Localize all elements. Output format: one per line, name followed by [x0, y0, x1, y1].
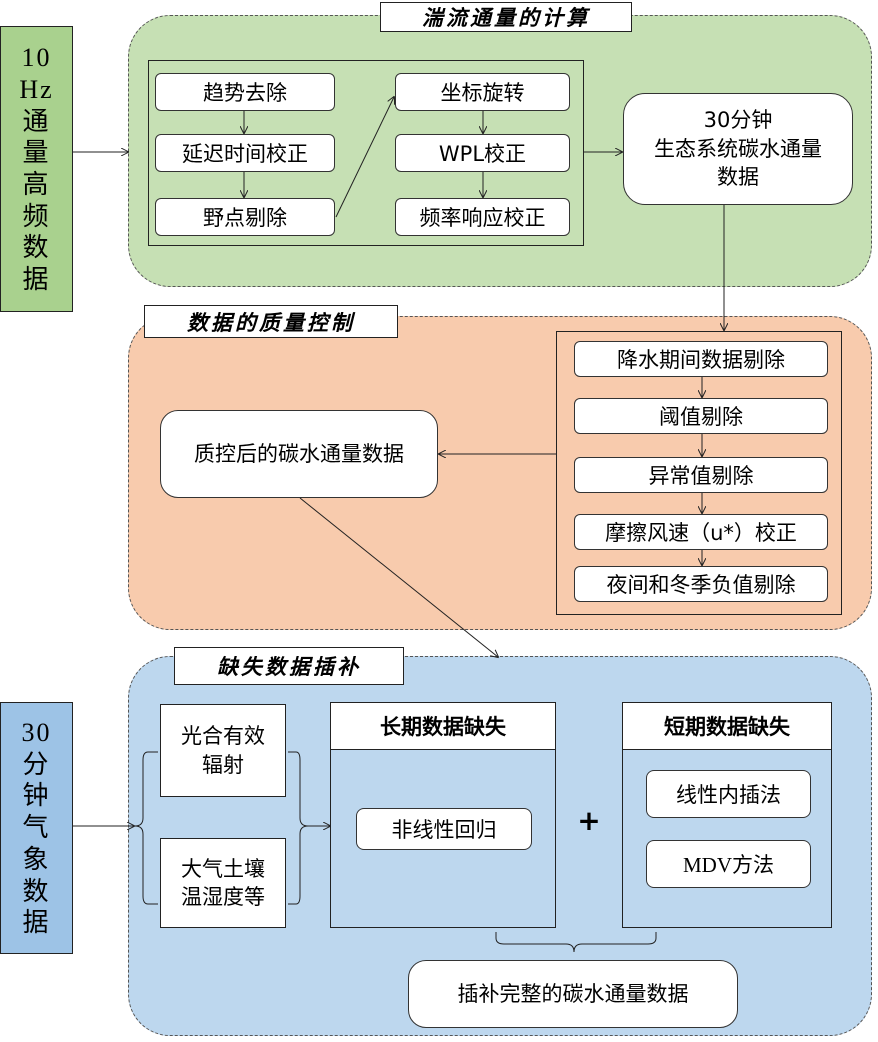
- hf-input-line: 频: [22, 201, 51, 231]
- flux-output-line: 30分钟: [703, 108, 773, 133]
- par-input-line: 光合有效: [181, 724, 265, 749]
- atm-soil-input-line: 温湿度等: [181, 885, 265, 909]
- short-gap-title: 短期数据缺失: [623, 703, 831, 750]
- met-input-line: 数: [22, 876, 51, 906]
- hf-input-line: 数: [22, 233, 51, 263]
- coordinate-rotation-step: 坐标旋转: [395, 73, 570, 111]
- hf-input-line: 通: [22, 106, 51, 136]
- par-input: 光合有效辐射: [160, 704, 286, 797]
- threshold-removal-step: 阈值剔除: [574, 398, 828, 434]
- quality-control-title: 数据的质量控制: [144, 305, 398, 338]
- met-input-line: 钟: [22, 781, 51, 811]
- hf-input-line: Hz: [19, 74, 54, 104]
- flux-output-line: 生态系统碳水通量: [654, 136, 822, 161]
- long-gap-title: 长期数据缺失: [331, 703, 555, 750]
- flux-steps-frame: [148, 60, 584, 246]
- atm-soil-input: 大气土壤温湿度等: [160, 838, 286, 928]
- met-input-line: 气: [22, 813, 51, 843]
- gap-filling-title: 缺失数据插补: [174, 647, 404, 685]
- hf-input-line: 高: [22, 170, 51, 199]
- nonlinear-regression-method: 非线性回归: [356, 808, 532, 850]
- met-input-line: 30: [21, 717, 52, 747]
- hf-input-line: 量: [22, 138, 51, 168]
- mdv-method: MDV方法: [646, 840, 811, 888]
- met-input-line: 分: [22, 749, 51, 779]
- trend-removal-step: 趋势去除: [155, 73, 335, 111]
- rain-period-removal-step: 降水期间数据剔除: [574, 341, 828, 377]
- frequency-response-step: 频率响应校正: [395, 198, 570, 236]
- time-lag-correction-step: 延迟时间校正: [155, 134, 335, 172]
- half-hour-flux-output: 30分钟生态系统碳水通量数据: [623, 93, 853, 205]
- hf-input-line: 10: [21, 43, 52, 73]
- gap-filled-flux-output: 插补完整的碳水通量数据: [408, 960, 738, 1028]
- night-winter-negative-removal-step: 夜间和冬季负值剔除: [574, 566, 828, 602]
- turbulent-flux-title: 湍流通量的计算: [380, 2, 632, 32]
- spike-removal-step: 野点剔除: [155, 198, 335, 236]
- plus-sign: +: [577, 803, 601, 837]
- flux-output-line: 数据: [717, 165, 759, 190]
- met-input-line: 据: [22, 908, 51, 938]
- met-input-line: 象: [22, 844, 51, 874]
- wpl-correction-step: WPL校正: [395, 134, 570, 172]
- qc-steps-frame: [556, 331, 842, 615]
- ustar-correction-step: 摩擦风速（u*）校正: [574, 514, 828, 550]
- qc-flux-output: 质控后的碳水通量数据: [160, 410, 438, 498]
- linear-interpolation-method: 线性内插法: [646, 770, 811, 818]
- par-input-line: 辐射: [202, 752, 244, 777]
- outlier-removal-step: 异常值剔除: [574, 457, 828, 493]
- atm-soil-input-line: 大气土壤: [181, 856, 265, 881]
- hf-input-line: 据: [22, 265, 51, 295]
